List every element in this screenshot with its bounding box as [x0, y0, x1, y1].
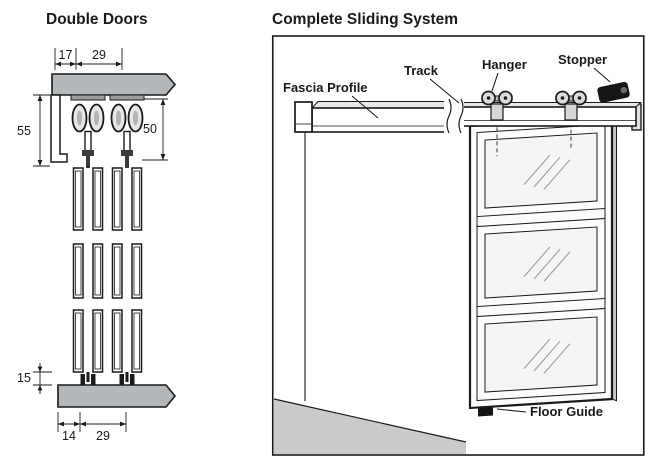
dim-height-right: 50	[143, 122, 157, 136]
dimension-top: 17 29	[54, 48, 123, 70]
label-stopper: Stopper	[558, 52, 607, 67]
stopper-part	[597, 81, 630, 103]
dim-height-left: 55	[17, 124, 31, 138]
floor-guides-section	[80, 372, 135, 385]
label-hanger: Hanger	[482, 57, 527, 72]
hanger-bolt-hidden-lines	[496, 122, 572, 157]
label-floor-guide: Floor Guide	[530, 404, 603, 419]
fascia-profile-bar	[311, 107, 449, 133]
label-track: Track	[404, 63, 439, 78]
glass-pane-middle	[484, 226, 598, 299]
fascia-end-cap	[294, 101, 313, 133]
floor-bar	[57, 384, 177, 408]
fascia-profile-section	[50, 94, 68, 163]
floor-perspective	[273, 398, 467, 454]
floor-guide-part	[478, 406, 493, 417]
header-bar	[51, 73, 177, 96]
double-doors-diagram: Double Doors 17 29 55	[17, 11, 177, 443]
right-panel-title: Complete Sliding System	[272, 11, 458, 28]
dim-floor-clearance: 15	[17, 371, 31, 385]
left-panel-title: Double Doors	[46, 11, 148, 28]
glass-pane-bottom	[484, 316, 598, 393]
dimension-height-left: 55	[17, 94, 50, 167]
glass-pane-top	[484, 132, 598, 209]
break-line-left	[446, 98, 452, 134]
roller-assembly-left	[70, 94, 106, 168]
dim-bottom-second: 29	[96, 429, 110, 443]
glass-glints	[523, 154, 571, 374]
door-sections	[72, 167, 143, 373]
sliding-door-panel	[468, 115, 617, 417]
hanger-assembly-1	[481, 90, 513, 121]
track-assembly	[294, 98, 642, 134]
dimension-bottom: 14 29	[57, 412, 127, 443]
dim-bottom-first: 14	[62, 429, 76, 443]
break-line-right	[458, 98, 464, 134]
dim-top-second: 29	[92, 48, 106, 62]
dim-top-first: 17	[59, 48, 73, 62]
dimension-height-right: 50	[142, 98, 168, 161]
complete-system-diagram: Complete Sliding System	[271, 11, 645, 456]
track-bar	[453, 106, 637, 127]
label-fascia-profile: Fascia Profile	[283, 80, 368, 95]
leader-lines	[351, 67, 611, 413]
roller-assembly-right	[109, 94, 145, 168]
hanger-assembly-2	[555, 90, 587, 121]
dimension-floor-clearance: 15	[17, 363, 52, 394]
